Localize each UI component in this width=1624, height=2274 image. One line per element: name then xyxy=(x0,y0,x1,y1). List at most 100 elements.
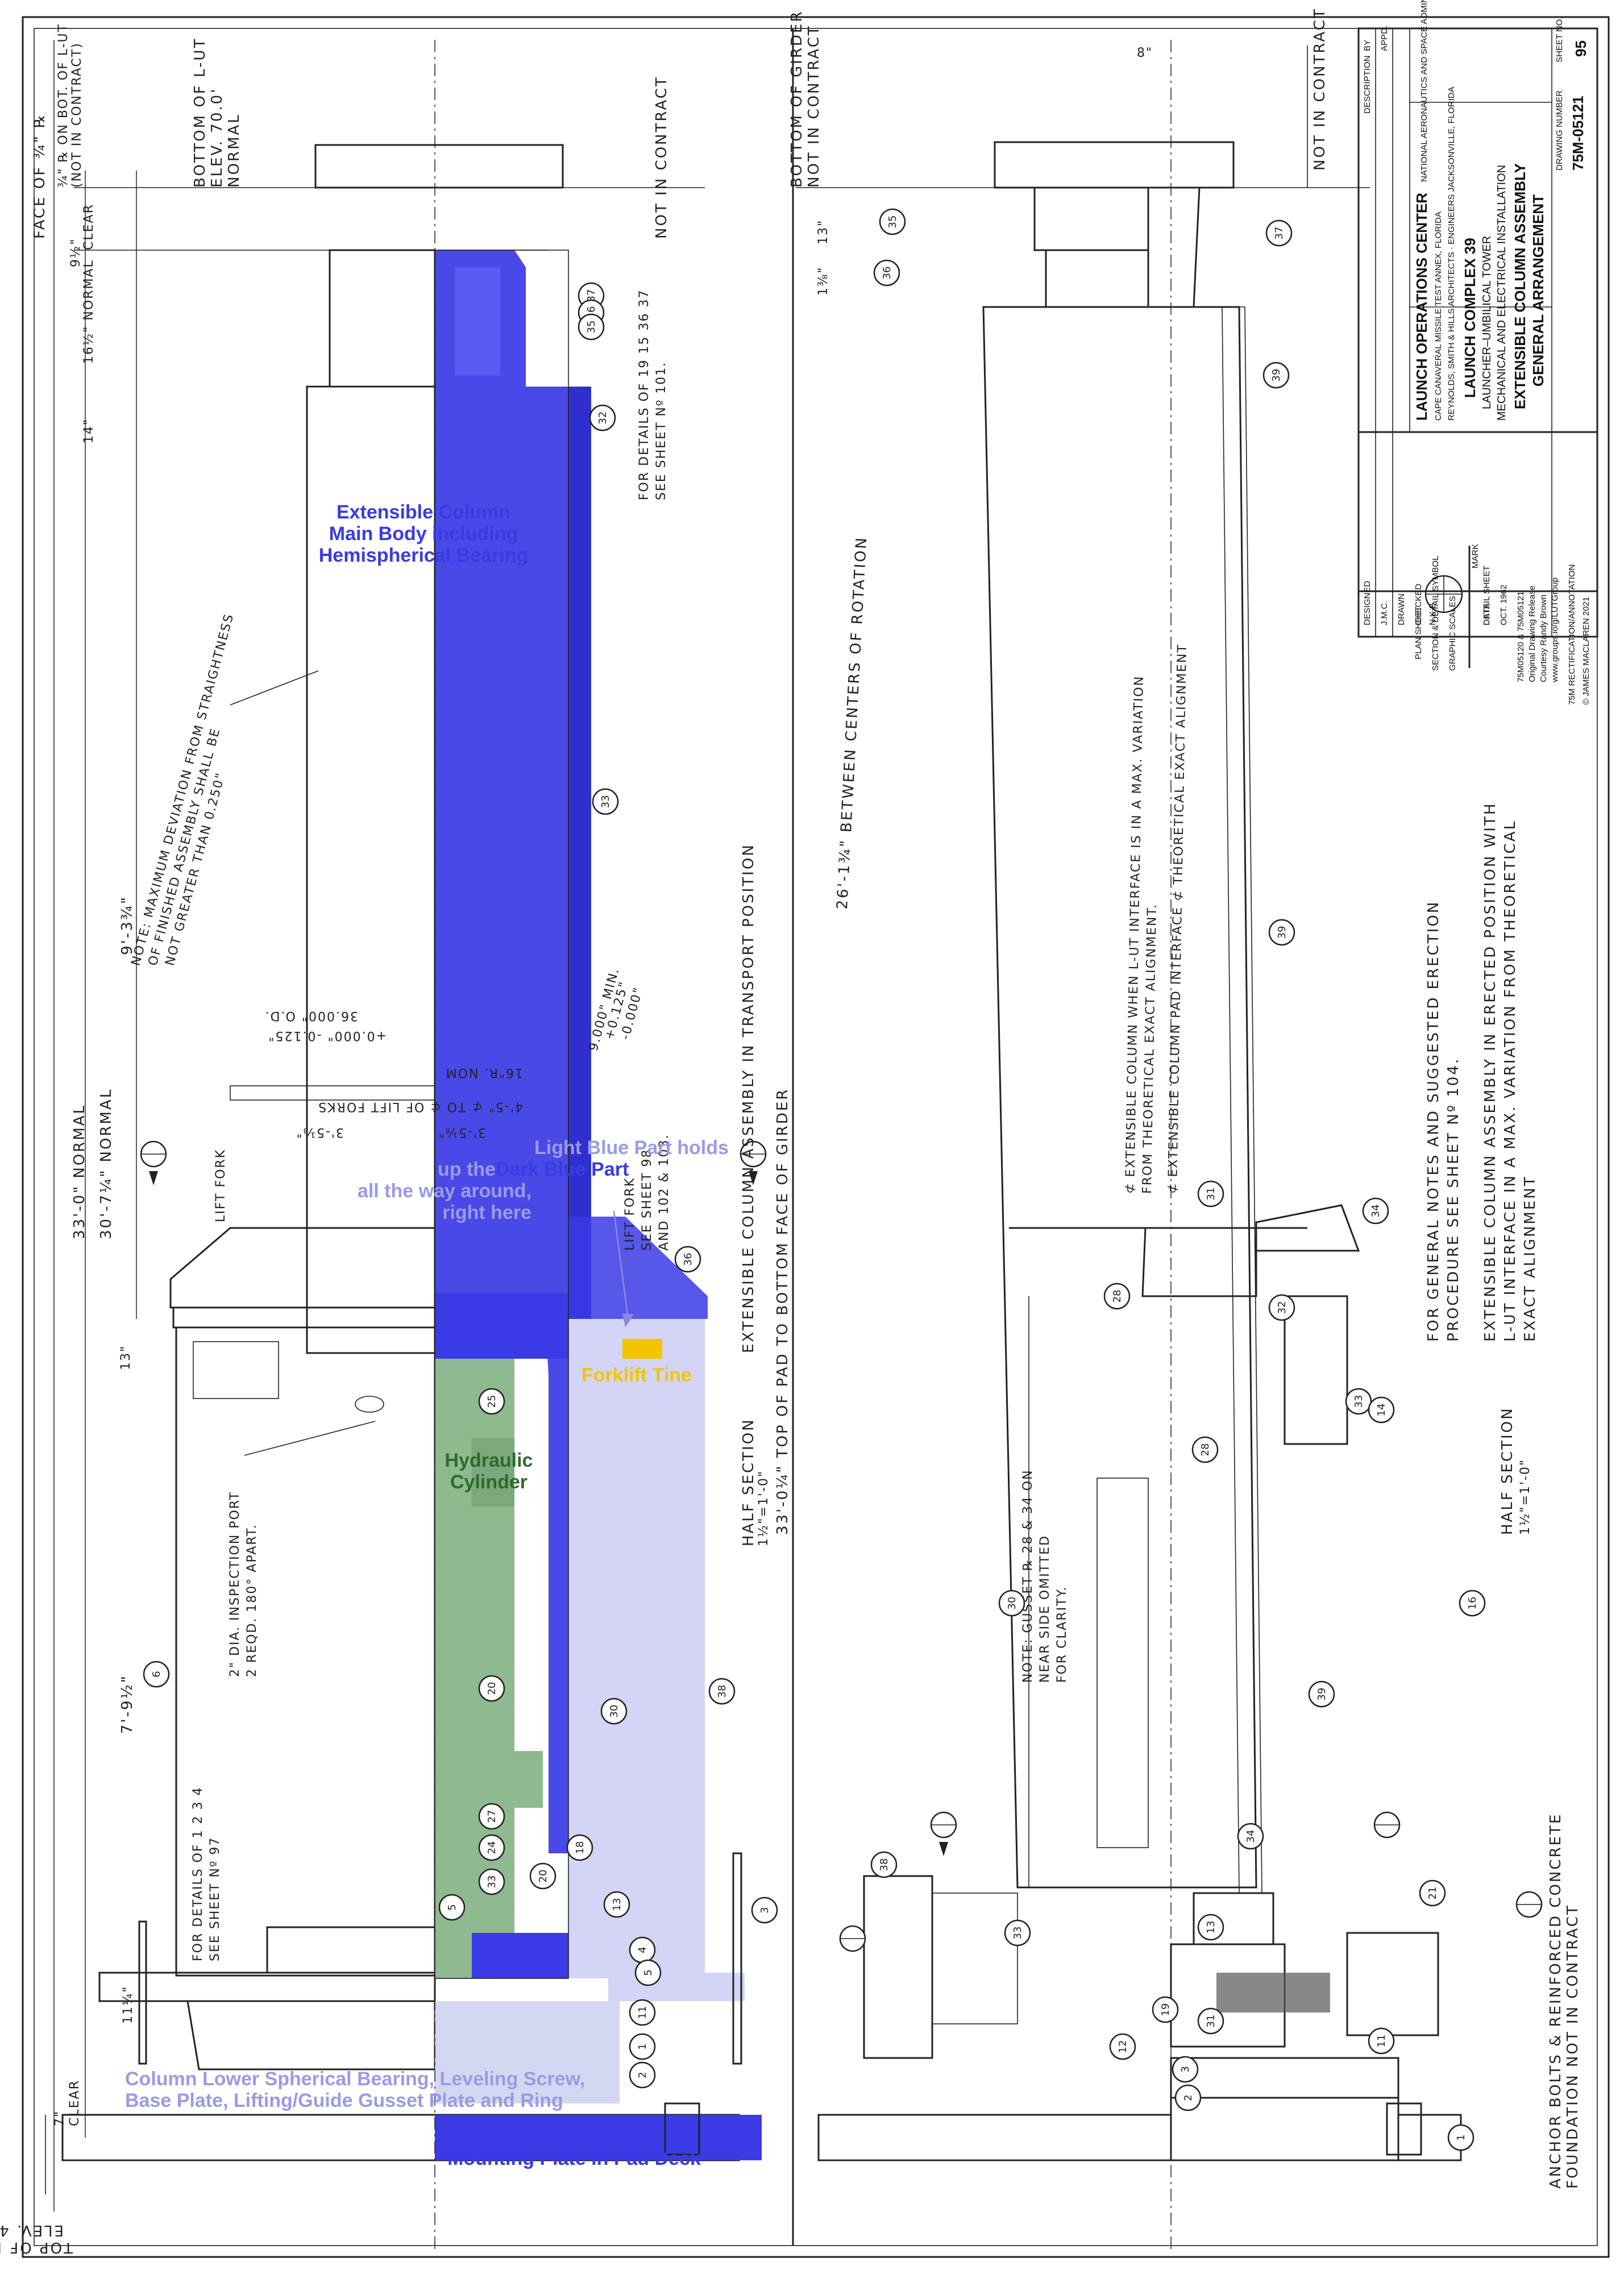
section-a-scale: 1½"=1'-0" xyxy=(757,1470,771,1546)
title-block-frame xyxy=(1357,27,1598,638)
erected-title-3: EXACT ALIGNMENT xyxy=(1522,1175,1539,1342)
lift-fork-see-1: LIFT FORK xyxy=(623,1177,637,1251)
part-balloon: 4 xyxy=(629,1936,656,1964)
credit-4: www.groups.io/g/LUTGroup xyxy=(1550,578,1560,683)
section-marker-b xyxy=(930,1811,957,1856)
tb-sheet: 95 xyxy=(1572,40,1589,57)
part-balloon-circle xyxy=(143,1661,170,1688)
part-balloon-circle xyxy=(566,1834,593,1861)
tb-complex: LAUNCH COMPLEX 39 xyxy=(1461,238,1478,398)
inspection-port-1: 2" DIA. INSPECTION PORT xyxy=(228,1491,242,1677)
section-marker-a-bottom-right xyxy=(1515,1891,1543,1918)
tb-tower: LAUNCHER–UMBILICAL TOWER xyxy=(1481,236,1493,409)
erected-title-1: EXTENSIBLE COLUMN ASSEMBLY IN ERECTED PO… xyxy=(1482,802,1499,1342)
elev-label: ELEV. 70.0' xyxy=(209,88,226,188)
tb-appd: APPD. xyxy=(1380,26,1389,51)
part-balloon-number: 33 xyxy=(1012,1927,1024,1940)
top-of-pad-label: TOP OF PAD xyxy=(0,2239,73,2256)
left-drawing: FACE OF ¾" ℞ ¾" ℞ ON BOT. OF L-UT (NOT I… xyxy=(0,23,791,2256)
section-marker-a-bottom-left xyxy=(839,1925,866,1952)
part-balloon-circle xyxy=(603,1891,630,1918)
part-balloon-number: 33 xyxy=(600,795,612,808)
details-bottom-1: FOR DETAILS OF 1 2 3 4 xyxy=(191,1786,205,1961)
part-balloon-number: 31 xyxy=(1205,2015,1217,2028)
lift-fork-label: LIFT FORK xyxy=(214,1149,228,1222)
inspection-port-2: 2 REQD. 180° APART. xyxy=(245,1524,259,1677)
right-upper-housing xyxy=(1033,186,1149,251)
part-balloon: 24 xyxy=(478,1834,505,1861)
section-symbol-legend: PLAN SHEET MARK DETAIL SHEET SECTION & D… xyxy=(1414,544,1591,705)
light-blue-line2: up the xyxy=(438,1159,496,1180)
part-balloon-number: 12 xyxy=(1117,2040,1129,2053)
top-girder-plate xyxy=(314,144,564,189)
part-balloon-circle xyxy=(1174,2084,1202,2111)
gusset-note-1: NOTE: GUSSET ℞ 28 & 34 ON xyxy=(1021,1469,1035,1683)
part-balloon: 36 xyxy=(674,1246,701,1273)
part-balloon: 33 xyxy=(592,788,619,815)
anchor-bolt-left xyxy=(664,2102,700,2156)
dim-4-5: 4'-5" ⊄ TO ⊄ OF LIFT FORKS xyxy=(317,1099,523,1114)
part-balloon-number: 33 xyxy=(1353,1395,1365,1408)
part-balloon-circle xyxy=(438,1894,466,1921)
part-balloon: 38 xyxy=(708,1678,736,1705)
part-balloon: 18 xyxy=(566,1834,593,1861)
general-notes-1: FOR GENERAL NOTES AND SUGGESTED ERECTION xyxy=(1425,901,1442,1342)
hydraulic-line2: Cylinder xyxy=(450,1471,528,1493)
part-balloon: 30 xyxy=(600,1698,628,1725)
hydraulic-line1: Hydraulic xyxy=(445,1450,533,1471)
part-balloon: 27 xyxy=(478,1803,505,1830)
part-balloon-circle xyxy=(1268,1294,1295,1321)
elev-pad-label: ELEV. 48.0' xyxy=(0,2222,64,2239)
tb-title-2: GENERAL ARRANGEMENT xyxy=(1530,194,1547,387)
part-balloon-number: 5 xyxy=(446,1904,458,1910)
part-balloon-circle xyxy=(629,1999,656,2026)
part-balloon-number: 1 xyxy=(637,2043,649,2049)
credit-3: Courtesy Randy Brown xyxy=(1539,595,1548,682)
part-balloon: 28 xyxy=(1191,1436,1219,1463)
part-balloon-circle xyxy=(1109,2033,1136,2060)
part-balloon: 33 xyxy=(478,1868,505,1895)
part-balloon: 32 xyxy=(1268,1294,1295,1321)
part-balloon-number: 32 xyxy=(597,412,609,425)
dim-16r: 16"R. NOM xyxy=(445,1065,523,1080)
part-balloon: 1 xyxy=(1447,2124,1475,2151)
right-base-plate xyxy=(1170,2057,1399,2099)
light-blue-line1: Light Blue Part holds xyxy=(534,1137,729,1159)
tb-drawing-number: 75M-05121 xyxy=(1569,96,1586,171)
main-body-line1: Extensible Column xyxy=(337,501,510,523)
anchor-bolts-1: ANCHOR BOLTS & REINFORCED CONCRETE xyxy=(1547,1813,1564,2189)
part-balloon: 5 xyxy=(438,1894,466,1921)
part-balloon-number: 13 xyxy=(1205,1921,1217,1934)
light-blue-line2b: Dark Blue Part xyxy=(496,1159,629,1180)
tb-designer: J.M.C. xyxy=(1380,601,1389,625)
part-balloon-circle xyxy=(592,788,619,815)
od-36: 36.000" O.D. xyxy=(264,1009,358,1023)
part-balloon-circle xyxy=(708,1678,736,1705)
part-balloon: 30 xyxy=(998,1590,1025,1617)
dim-centers: 26'-1¾" BETWEEN CENTERS OF ROTATION xyxy=(834,536,870,910)
part-balloon: 1 xyxy=(629,2033,656,2060)
max-variation-3: ⊄ EXTENSIBLE COLUMN PAD INTERFACE ⊄ THEO… xyxy=(1166,644,1190,1194)
inspection-port xyxy=(355,1396,384,1413)
lift-fork-see-2: SEE SHEET 98 xyxy=(640,1149,654,1251)
dim-7-9: 7'-9½" xyxy=(119,1674,136,1734)
part-balloon-number: 30 xyxy=(1006,1597,1018,1610)
right-collar xyxy=(1141,1227,1257,1297)
dim-13-right: 13" xyxy=(816,219,830,244)
part-balloon-number: 38 xyxy=(878,1858,890,1872)
section-b-scale: 1½"=1'-0" xyxy=(1518,1459,1532,1535)
part-balloon-number: 33 xyxy=(486,1875,498,1889)
inspection-leader xyxy=(244,1421,376,1456)
part-balloon-circle xyxy=(1152,1996,1179,2023)
part-balloon-number: 35 xyxy=(887,215,899,229)
details-top-1: FOR DETAILS OF 19 15 36 37 xyxy=(637,289,651,501)
dim-3-5-right: 3'-5⅛" xyxy=(438,1125,486,1139)
part-balloon: 11 xyxy=(1368,2027,1395,2055)
part-balloon-number: 1 xyxy=(1455,2134,1467,2140)
part-balloon-number: 3 xyxy=(759,1907,771,1913)
part-balloon: 20 xyxy=(478,1675,505,1702)
part-balloon: 14 xyxy=(1368,1396,1395,1424)
part-balloon: 33 xyxy=(1345,1388,1372,1415)
gusset-note-3: FOR CLARITY. xyxy=(1055,1586,1069,1683)
